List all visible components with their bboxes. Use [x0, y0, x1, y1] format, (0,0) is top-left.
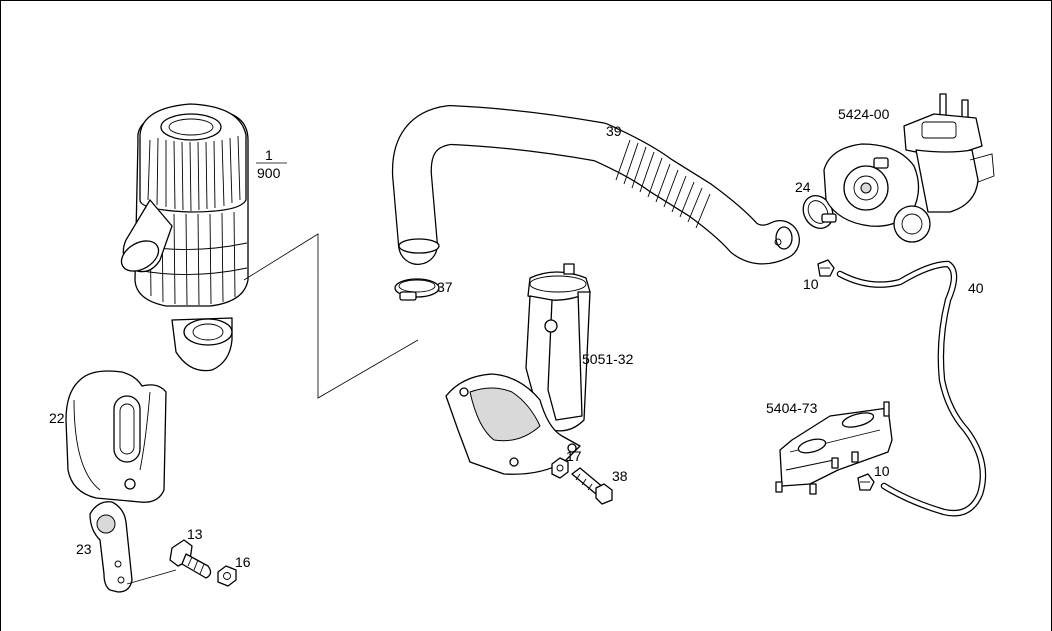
washer-17[interactable] [551, 457, 569, 479]
manifold-cover[interactable] [775, 401, 893, 495]
callout-1: 1 [265, 147, 273, 163]
clamp-24[interactable] [797, 190, 838, 233]
screw-13[interactable] [169, 539, 212, 579]
callout-24: 24 [795, 179, 811, 195]
callout-labels: 1 900 39 37 5424-00 24 10 40 5051-32 540… [49, 106, 984, 570]
leader-filter [243, 233, 419, 399]
clip-10-bottom[interactable] [857, 473, 875, 491]
callout-13: 13 [187, 526, 203, 542]
intake-hose-39[interactable] [391, 105, 800, 265]
callout-10-bottom: 10 [874, 463, 890, 479]
cover-22[interactable] [65, 370, 167, 503]
callout-10-top: 10 [803, 276, 819, 292]
callout-23: 23 [76, 541, 92, 557]
callout-5051-32: 5051-32 [582, 351, 634, 367]
clamp-37[interactable] [394, 278, 440, 301]
turbocharger[interactable] [823, 93, 995, 243]
callout-17: 17 [566, 448, 582, 464]
nut-16[interactable] [217, 565, 237, 587]
air-filter[interactable] [116, 103, 249, 372]
callout-39: 39 [606, 123, 622, 139]
callout-900: 900 [257, 165, 281, 181]
callout-37: 37 [437, 279, 453, 295]
callout-40: 40 [968, 280, 984, 296]
callout-5404-73: 5404-73 [766, 400, 818, 416]
breather-pipe-40[interactable] [836, 260, 987, 517]
callout-22: 22 [49, 410, 65, 426]
filter-bracket-assembly[interactable] [445, 263, 591, 475]
callout-16: 16 [235, 554, 251, 570]
leader-23 [126, 569, 177, 585]
bolt-38[interactable] [571, 467, 613, 505]
bracket-23[interactable] [89, 501, 133, 593]
callout-5424-00: 5424-00 [838, 106, 890, 122]
clip-10-top[interactable] [817, 259, 835, 277]
callout-38: 38 [612, 468, 628, 484]
